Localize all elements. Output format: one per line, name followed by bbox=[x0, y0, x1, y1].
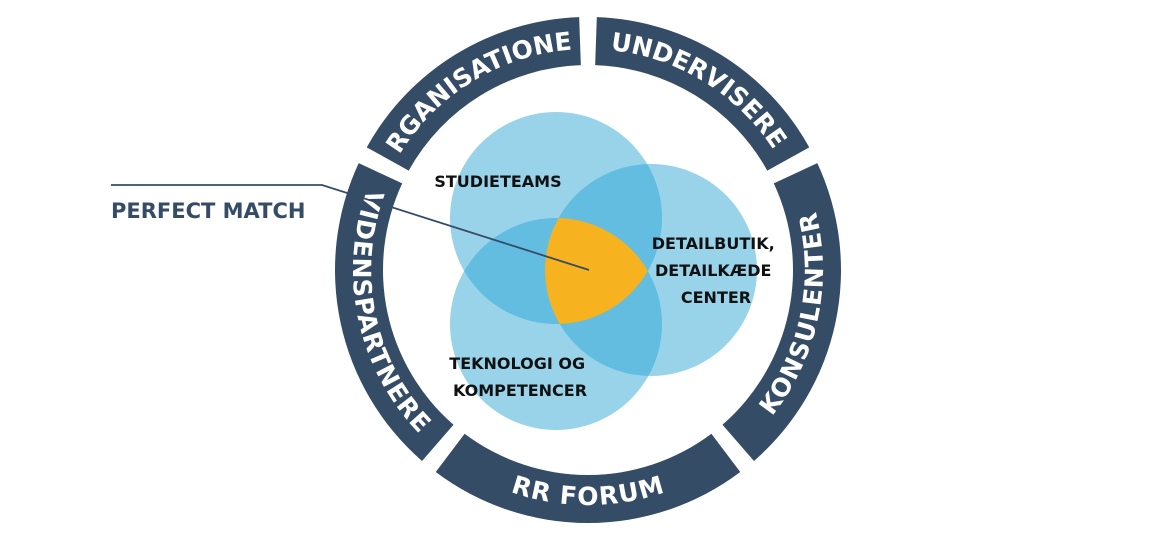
ring-segment-undervisere bbox=[595, 17, 810, 171]
label-detailbutik: DETAILBUTIK, DETAILKÆDE CENTER bbox=[652, 234, 781, 307]
label-detailbutik-line-3: CENTER bbox=[681, 288, 751, 307]
label-studieteams: STUDIETEAMS bbox=[434, 172, 561, 191]
label-teknologi-line-1: TEKNOLOGI OG bbox=[449, 354, 585, 373]
label-teknologi-line-2: KOMPETENCER bbox=[453, 381, 587, 400]
perfect-match-center bbox=[545, 218, 662, 324]
label-detailbutik-line-2: DETAILKÆDE bbox=[655, 261, 771, 280]
ring-label-organisationer: ORGANISATIONER bbox=[0, 0, 573, 158]
ring-segment-rr-forum bbox=[435, 433, 741, 523]
perfect-match-label: PERFECT MATCH bbox=[111, 199, 305, 223]
venn-diagram: STUDIETEAMS DETAILBUTIK, DETAILKÆDE CENT… bbox=[434, 112, 781, 430]
ring-segment-organisationer bbox=[366, 17, 581, 171]
label-detailbutik-line-1: DETAILBUTIK, bbox=[652, 234, 775, 253]
callout-line bbox=[111, 184, 590, 271]
ring-segment-konsulenter bbox=[722, 163, 841, 461]
ring-segment-videnspartnere bbox=[334, 163, 454, 461]
label-teknologi: TEKNOLOGI OG KOMPETENCER bbox=[449, 354, 590, 400]
